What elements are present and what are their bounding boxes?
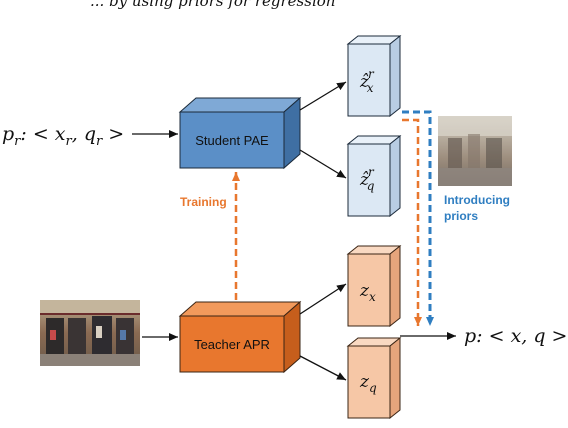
output-pose-label: p: < x, q > xyxy=(464,325,567,347)
svg-text:zx: zx xyxy=(359,281,376,304)
zq-hat-base: ẑ xyxy=(359,170,370,190)
pose-sub: r xyxy=(14,134,21,149)
teacher-to-zx-arrow xyxy=(299,283,347,315)
student-to-zx-arrow xyxy=(299,81,347,111)
teacher-apr-block: Teacher APR xyxy=(178,300,302,374)
zx-hat-base: ẑ xyxy=(359,72,370,92)
svg-text:zq: zq xyxy=(359,372,377,395)
rendered-image-icon xyxy=(438,116,512,186)
pose-comma: , q xyxy=(72,123,96,145)
zq-hat-sub: q xyxy=(367,179,375,193)
pose-body: : < x xyxy=(20,123,65,145)
zq-hat-sup: r xyxy=(368,165,375,179)
input-image-icon xyxy=(40,300,140,366)
svg-text:ẑrq: ẑrq xyxy=(359,165,375,193)
training-label: Training xyxy=(180,195,227,209)
student-to-zq-arrow xyxy=(299,149,347,179)
teacher-apr-label: Teacher APR xyxy=(194,337,270,352)
zx-sub: x xyxy=(369,290,376,304)
zx-base: z xyxy=(359,281,370,301)
svg-text:ẑrx: ẑrx xyxy=(359,67,375,95)
zq-sub: q xyxy=(369,381,377,395)
zx-hat-sup: r xyxy=(368,67,375,81)
svg-text:pr: < xr, qr >: pr: < xr, qr > xyxy=(2,123,124,149)
student-pae-label: Student PAE xyxy=(195,133,269,148)
teacher-latent-zx: zx xyxy=(346,244,402,328)
priors-arrow xyxy=(402,110,434,326)
priors-label-line1: Introducing xyxy=(444,193,510,207)
zq-base: z xyxy=(359,372,370,392)
priors-label-line2: priors xyxy=(444,209,478,223)
input-pose-label: pr: < xr, qr > xyxy=(2,123,124,149)
pose-prefix: p xyxy=(2,123,14,145)
pose-sub-x: r xyxy=(66,134,73,149)
student-latent-to-output-arrow xyxy=(402,118,422,326)
pose-close: > xyxy=(102,123,124,145)
zx-hat-sub: x xyxy=(367,81,374,95)
teacher-to-zq-arrow xyxy=(299,355,347,381)
student-pae-block: Student PAE xyxy=(178,96,302,170)
teacher-latent-zq: zq xyxy=(346,336,402,420)
pose-sub-q: r xyxy=(96,134,103,149)
top-caption: ... by using priors for regression xyxy=(90,0,335,10)
